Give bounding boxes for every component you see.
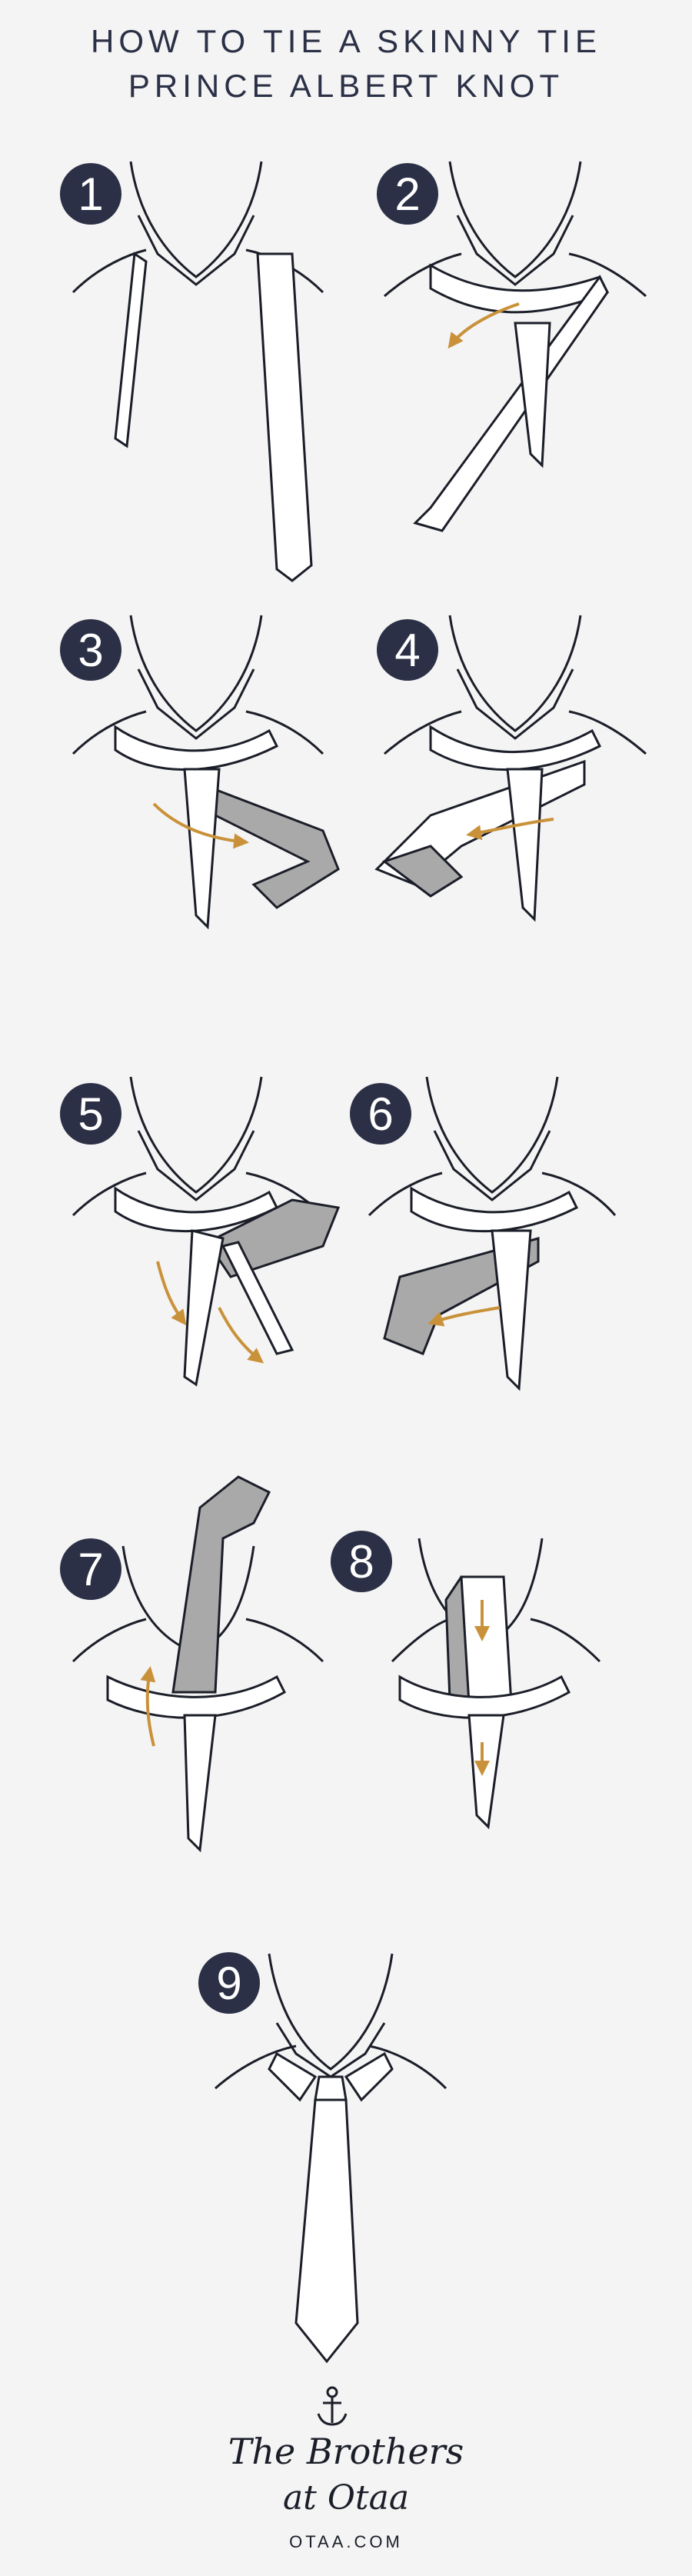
title-line-1: HOW TO TIE A SKINNY TIE [91, 23, 601, 59]
step-2-number: 2 [394, 168, 420, 220]
step-4-illustration: 4 [374, 615, 647, 922]
step-8-illustration: 8 [331, 1531, 601, 1830]
step-7-illustration: 7 [60, 1475, 324, 1853]
step-7-number: 7 [78, 1544, 103, 1595]
brand-name-line-1: The Brothers [228, 2431, 464, 2472]
step-4-badge [377, 619, 438, 681]
step-4-number: 4 [394, 625, 420, 676]
step-7-badge [60, 1538, 121, 1600]
step-9-illustration: 9 [198, 1952, 447, 2364]
step-5-badge [60, 1083, 121, 1145]
step-1-badge [60, 163, 121, 225]
step-1-illustration: 1 [60, 161, 324, 582]
step-6-badge [350, 1083, 411, 1145]
website-url[interactable]: OTAA.COM [289, 2532, 403, 2551]
step-2-illustration: 2 [377, 161, 647, 532]
step-9-number: 9 [216, 1958, 241, 2009]
step-6-illustration: 6 [350, 1076, 617, 1391]
step-2-badge [377, 163, 438, 225]
step-3-illustration: 3 [60, 615, 340, 930]
step-1-number: 1 [78, 168, 103, 220]
step-3-badge [60, 619, 121, 681]
step-6-number: 6 [368, 1088, 393, 1140]
step-5-illustration: 5 [60, 1076, 341, 1387]
brand-name-line-2: at Otaa [282, 2478, 410, 2518]
title-line-2: PRINCE ALBERT KNOT [128, 68, 564, 104]
anchor-logo [317, 2386, 348, 2426]
step-5-number: 5 [78, 1088, 103, 1140]
step-3-number: 3 [78, 625, 103, 676]
step-9-badge [198, 1952, 260, 2014]
step-8-badge [331, 1531, 392, 1592]
step-8-number: 8 [348, 1536, 374, 1588]
